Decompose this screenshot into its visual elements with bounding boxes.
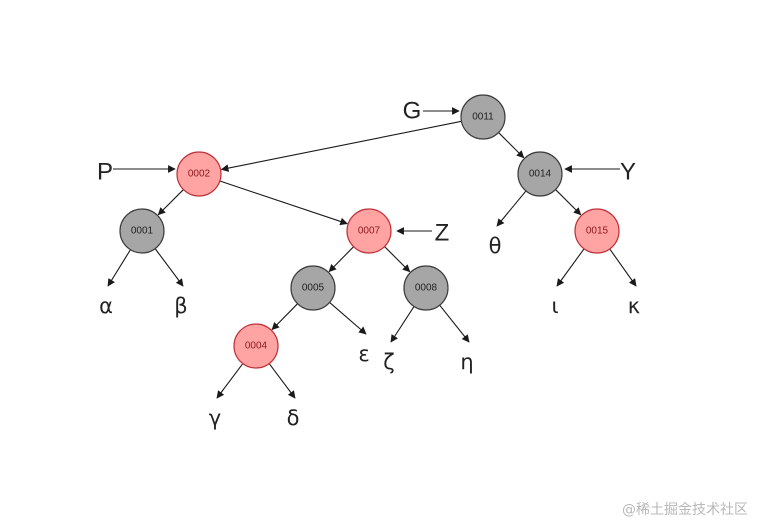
subtree-label-gamma: γ [209, 406, 221, 430]
edge-n0014-theta [496, 190, 527, 227]
node-label: 0004 [245, 341, 268, 352]
node-label: 0005 [302, 283, 325, 294]
tree-node-0001: 0001 [119, 208, 165, 254]
node-label: 0008 [415, 283, 438, 294]
edge-n0004-gamma [216, 363, 244, 399]
node-circle [574, 208, 620, 254]
pointer-label-y: Y [620, 159, 636, 186]
subtree-label-epsilon: ε [358, 342, 369, 366]
edge-n0004-delta [268, 363, 296, 399]
subtree-label-theta: θ [489, 234, 502, 258]
node-circle [403, 265, 449, 311]
edge-n0007-n0005 [328, 246, 354, 273]
node-circle [233, 323, 279, 369]
edge-n0011-n0014 [498, 132, 525, 159]
edge-n0002-n0007 [219, 180, 348, 226]
node-label: 0011 [472, 112, 494, 123]
subtree-label-iota: ι [551, 294, 558, 318]
tree-node-0005: 0005 [290, 265, 336, 311]
tree-node-0004: 0004 [233, 323, 279, 369]
edges-layer [107, 120, 637, 399]
nodes-layer: 0011 0002 0014 0001 0007 0015 0005 0008 0004 [119, 94, 620, 369]
edge-n0005-epsilon [329, 302, 367, 335]
tree-node-0002: 0002 [176, 151, 222, 197]
edge-n0002-n0001 [157, 189, 184, 216]
node-circle [346, 208, 392, 254]
tree-node-0008: 0008 [403, 265, 449, 311]
edge-n0008-zeta [390, 306, 415, 343]
node-label: 0015 [586, 226, 609, 237]
node-circle [119, 208, 165, 254]
edge-n0014-n0015 [555, 189, 582, 216]
node-circle [517, 151, 563, 197]
subtree-label-eta: η [460, 350, 473, 374]
watermark: @稀土掘金技术社区 [622, 502, 748, 518]
edge-n0001-alpha [107, 249, 131, 287]
edge-n0015-iota [556, 248, 585, 287]
edge-n0001-beta [154, 248, 184, 287]
tree-node-0014: 0014 [517, 151, 563, 197]
node-label: 0002 [188, 169, 211, 180]
tree-node-0015: 0015 [574, 208, 620, 254]
node-label: 0001 [131, 226, 154, 237]
edge-n0015-kappa [609, 248, 637, 287]
edge-n0011-n0002 [220, 120, 462, 172]
node-label: 0014 [529, 169, 552, 180]
subtree-label-zeta: ζ [383, 350, 394, 374]
pointer-label-p: P [97, 159, 113, 186]
node-circle [460, 94, 506, 140]
pointers-layer: G P Y Z [97, 98, 636, 247]
pointer-label-z: Z [435, 220, 450, 247]
node-label: 0007 [358, 226, 381, 237]
edge-n0008-eta [439, 304, 470, 343]
edge-n0007-n0008 [384, 246, 411, 273]
tree-node-0007: 0007 [346, 208, 392, 254]
subtree-label-kappa: κ [628, 294, 640, 318]
subtree-label-beta: β [174, 294, 187, 318]
tree-node-0011: 0011 [460, 94, 506, 140]
node-circle [290, 265, 336, 311]
subtree-label-delta: δ [287, 406, 300, 430]
node-circle [176, 151, 222, 197]
edge-n0005-n0004 [271, 303, 298, 331]
subtree-label-alpha: α [99, 294, 113, 318]
pointer-label-g: G [403, 98, 422, 125]
